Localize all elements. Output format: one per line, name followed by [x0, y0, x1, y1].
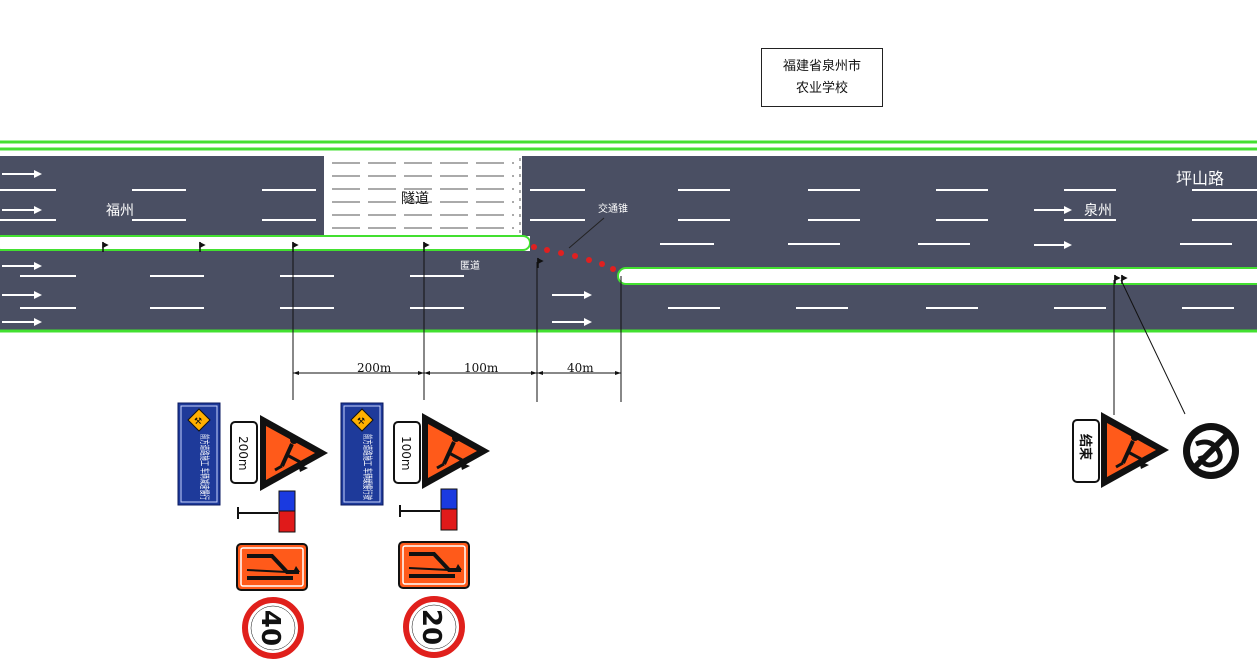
speed-limit-20-text: 20: [416, 609, 446, 645]
blue-board-2-text: 前方道路施工 车辆缓慢行驶: [361, 434, 374, 500]
tunnel-lower-label: 匿道: [460, 259, 480, 272]
blue-board-1-text: 前方道路施工 车辆减速慢行: [198, 434, 211, 500]
direction-arrows: [2, 170, 1072, 326]
distance-plate-100: [393, 421, 421, 484]
dimension-lines: [292, 250, 1186, 415]
sign-group-100m: ⚒ 前方道路施工 车辆缓慢行驶 100m: [340, 402, 490, 658]
tunnel-label: 隧道: [401, 191, 429, 207]
sign-group-200m: ⚒ 前方道路施工 车辆减速慢行 200m: [177, 402, 328, 659]
distance-plate-200: [230, 421, 258, 484]
worker-mini-icon-2: ⚒: [350, 408, 374, 432]
road-name-label: 坪山路: [1176, 169, 1224, 188]
flag-markers: [102, 241, 1128, 284]
school-label-line2: 农业学校: [795, 80, 848, 96]
warning-light-2: [399, 488, 458, 531]
median-left: [0, 235, 531, 251]
end-plate: [1072, 419, 1100, 483]
speed-limit-sign-20: 20: [403, 596, 465, 658]
end-restriction-sign: [1183, 423, 1239, 479]
svg-text:⚒: ⚒: [357, 417, 365, 427]
construction-sign-1: [260, 415, 328, 491]
distance-label-40: 40m: [567, 361, 594, 375]
construction-sign-2: [422, 413, 490, 489]
top-edge-lines: [0, 140, 1257, 151]
median-right: [617, 267, 1257, 285]
distance-plate-200-text: 200m: [236, 436, 250, 471]
distance-label-200: 200m: [357, 361, 392, 375]
distance-label-100: 100m: [464, 361, 499, 375]
lane-merge-sign-1: [236, 543, 308, 591]
cone-leader-line: [568, 217, 605, 249]
warning-light-1: [237, 490, 296, 533]
traffic-cones: [531, 244, 616, 272]
worker-mini-icon: ⚒: [187, 408, 211, 432]
dimension-ticks: [293, 371, 621, 375]
upper-carriageway: [0, 156, 1257, 236]
lane-markings: [0, 189, 1257, 309]
school-label-box: 福建省泉州市 农业学校: [761, 48, 883, 107]
lane-merge-sign-2: [398, 541, 470, 589]
construction-sign-end: [1101, 412, 1169, 488]
tunnel-area: [324, 156, 522, 236]
shift-zone: [530, 236, 1257, 266]
city-label-fuzhou: 福州: [106, 203, 134, 219]
tunnel-hatching: [332, 158, 521, 234]
city-label-quanzhou: 泉州: [1084, 202, 1112, 219]
end-plate-text: 结束: [1077, 434, 1093, 461]
distance-plate-100-text: 100m: [399, 436, 413, 471]
speed-limit-sign-40: 40: [242, 597, 304, 659]
school-label-line1: 福建省泉州市: [782, 58, 861, 74]
speed-limit-40-text: 40: [255, 610, 285, 646]
cone-label: 交通锥: [598, 202, 628, 215]
svg-text:⚒: ⚒: [194, 417, 202, 427]
sign-group-end: 结束: [1072, 412, 1239, 488]
